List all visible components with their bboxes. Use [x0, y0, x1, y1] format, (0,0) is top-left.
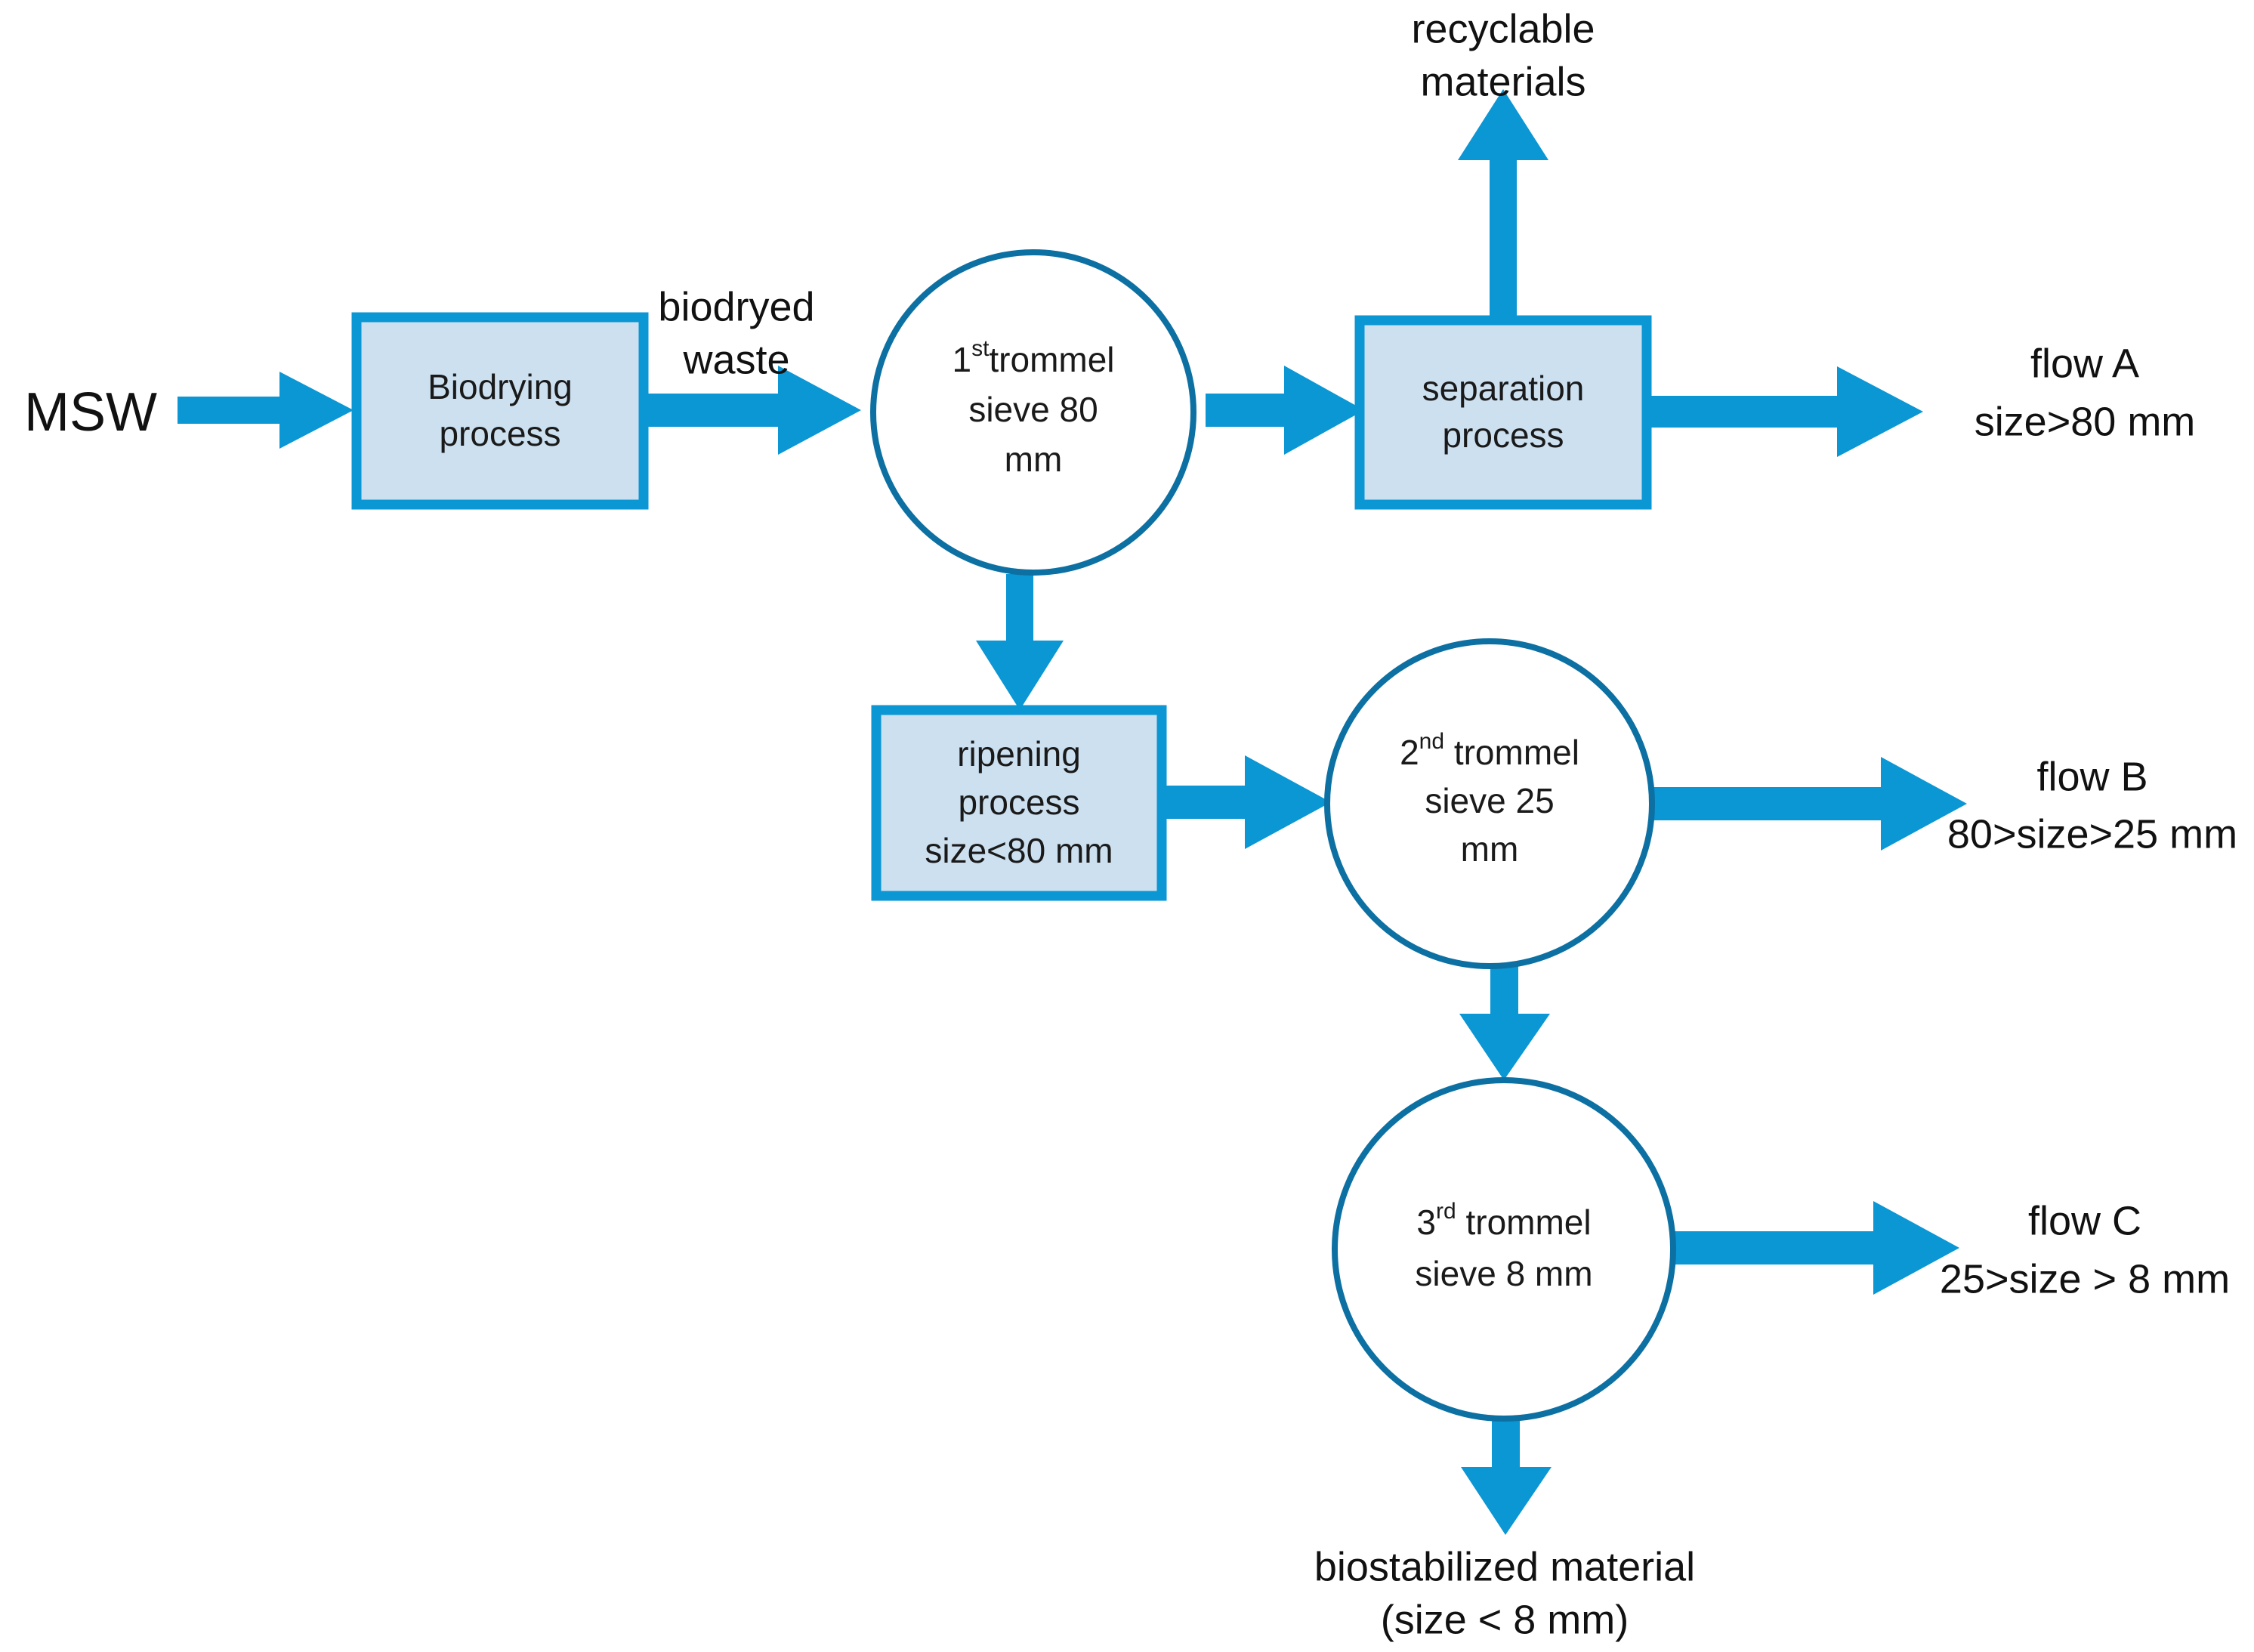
- output-label-flow-c-line1: flow C: [2028, 1198, 2141, 1243]
- node-trommel1[interactable]: 1sttrommel sieve 80 mm: [870, 249, 1196, 576]
- output-label-flow-b-line1: flow B: [2036, 754, 2147, 799]
- trommel2-ordinal-suffix: nd: [1419, 729, 1444, 754]
- trommel1-label-rest: trommel: [989, 340, 1114, 379]
- node-separation-process[interactable]: separation process: [1354, 315, 1652, 510]
- ripening-label-line3: size<80 mm: [925, 831, 1113, 870]
- trommel3-label-line1: 3rd trommel: [1416, 1199, 1591, 1242]
- output-label-flow-a-line1: flow A: [2030, 341, 2139, 386]
- output-label-flow-c-line2: 25>size > 8 mm: [1940, 1256, 2230, 1302]
- trommel3-label-line2: sieve 8 mm: [1415, 1254, 1592, 1293]
- edge-label-biodryed-waste-line1: biodryed: [658, 284, 814, 329]
- trommel3-ordinal-suffix: rd: [1436, 1199, 1456, 1224]
- arrow-msw-to-biodrying: [178, 372, 354, 449]
- output-label-flow-b-line2: 80>size>25 mm: [1947, 811, 2237, 857]
- trommel1-label-line3: mm: [1005, 440, 1063, 479]
- output-label-recyclable-line2: materials: [1420, 59, 1586, 104]
- trommel2-ordinal: 2: [1400, 733, 1419, 772]
- trommel3-label-rest: trommel: [1465, 1203, 1591, 1242]
- output-label-biostabilized-line2: (size < 8 mm): [1381, 1597, 1629, 1642]
- arrow-trommel1-to-ripening: [976, 574, 1064, 710]
- biodrying-label-line1: Biodrying: [428, 367, 573, 406]
- node-biodrying-process[interactable]: Biodrying process: [351, 312, 649, 510]
- edge-label-biodryed-waste-line2: waste: [682, 337, 789, 382]
- input-label-msw: MSW: [24, 382, 157, 443]
- node-ripening-process[interactable]: ripening process size<80 mm: [871, 705, 1167, 901]
- trommel2-label-line1: 2nd trommel: [1400, 729, 1579, 772]
- trommel1-label-line1: 1sttrommel: [952, 336, 1114, 379]
- separation-label-line2: process: [1442, 415, 1564, 455]
- trommel2-label-line3: mm: [1461, 829, 1519, 869]
- output-label-recyclable-line1: recyclable: [1411, 6, 1595, 51]
- ripening-label-line1: ripening: [957, 734, 1081, 774]
- ripening-label-line2: process: [958, 783, 1079, 822]
- trommel1-ordinal: 1: [952, 340, 971, 379]
- output-label-flow-a-line2: size>80 mm: [1975, 399, 2196, 444]
- arrow-trommel3-to-biostabilized: [1461, 1419, 1552, 1535]
- arrow-trommel2-to-trommel3: [1459, 964, 1550, 1080]
- trommel1-label-line2: sieve 80: [968, 390, 1098, 429]
- separation-label-line1: separation: [1422, 369, 1585, 408]
- trommel2-label-line2: sieve 25: [1425, 781, 1554, 820]
- arrow-biodrying-to-trommel1: [644, 366, 861, 455]
- trommel2-label-rest: trommel: [1454, 733, 1579, 772]
- arrow-separation-to-recyclable: [1458, 89, 1548, 325]
- trommel1-ordinal-suffix: st: [971, 336, 990, 361]
- arrow-trommel3-to-flow-c: [1660, 1201, 1959, 1295]
- arrow-trommel2-to-flow-b: [1647, 757, 1967, 851]
- biodrying-label-line2: process: [439, 414, 560, 453]
- arrow-ripening-to-trommel2: [1161, 755, 1331, 849]
- trommel3-ordinal: 3: [1416, 1203, 1436, 1242]
- arrow-trommel1-to-separation: [1206, 366, 1364, 455]
- output-label-biostabilized-line1: biostabilized material: [1314, 1544, 1695, 1589]
- node-trommel2[interactable]: 2nd trommel sieve 25 mm: [1324, 638, 1655, 969]
- arrow-separation-to-flow-a: [1645, 366, 1923, 457]
- node-trommel3[interactable]: 3rd trommel sieve 8 mm: [1332, 1077, 1676, 1422]
